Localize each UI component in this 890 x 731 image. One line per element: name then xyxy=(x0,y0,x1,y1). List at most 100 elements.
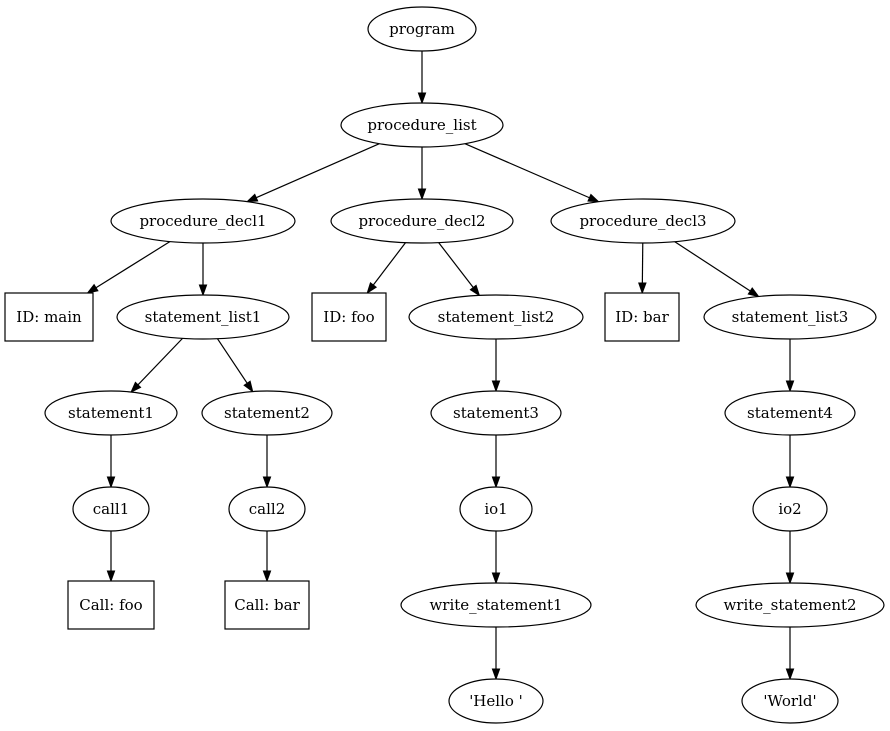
node-statement-list3: statement_list3 xyxy=(703,294,877,340)
node-box xyxy=(604,292,680,342)
node-label: io2 xyxy=(778,500,801,518)
node-ellipse xyxy=(228,486,306,532)
edge-line xyxy=(464,143,590,199)
edge-procedure-decl2-to-id-foo xyxy=(366,242,407,295)
edge-statement-list3-to-statement4 xyxy=(785,339,795,393)
node-io2: io2 xyxy=(752,486,828,532)
edge-procedure-decl1-to-statement-list1 xyxy=(198,243,208,297)
arrowhead-icon xyxy=(587,193,600,203)
node-label: 'World' xyxy=(763,692,816,710)
node-label: call1 xyxy=(93,500,129,518)
edge-statement4-to-io2 xyxy=(785,435,795,489)
edge-statement-list2-to-statement3 xyxy=(491,339,501,393)
arrowhead-icon xyxy=(86,283,99,294)
node-ellipse xyxy=(330,198,514,244)
node-program: program xyxy=(367,6,477,52)
nodes-layer: program procedure_list procedure_decl1 proc… xyxy=(4,6,885,724)
edge-procedure-list-to-procedure-decl3 xyxy=(464,143,600,203)
edge-statement1-to-call1 xyxy=(106,435,116,489)
edge-statement-list1-to-statement2 xyxy=(216,338,254,393)
node-procedure-decl3: procedure_decl3 xyxy=(550,198,736,244)
node-ellipse xyxy=(752,486,828,532)
node-procedure-list: procedure_list xyxy=(340,102,504,148)
node-label: program xyxy=(389,20,455,38)
node-label: statement3 xyxy=(453,404,539,422)
arrowhead-icon xyxy=(747,287,760,298)
edge-io2-to-write-statement2 xyxy=(785,531,795,585)
edge-line xyxy=(137,337,183,386)
edge-line xyxy=(95,241,171,289)
node-box xyxy=(4,292,94,342)
arrowhead-icon xyxy=(106,476,116,489)
node-label: Call: foo xyxy=(79,596,142,614)
node-ellipse xyxy=(201,390,333,436)
node-label: statement_list2 xyxy=(438,308,555,326)
node-ellipse xyxy=(367,6,477,52)
node-ellipse xyxy=(459,486,533,532)
edge-procedure-list-to-procedure-decl2 xyxy=(417,147,427,201)
node-label: statement2 xyxy=(224,404,310,422)
node-label: write_statement2 xyxy=(723,596,856,614)
node-ellipse xyxy=(116,294,290,340)
node-label: procedure_list xyxy=(367,116,476,134)
arrowhead-icon xyxy=(638,282,647,295)
node-world: 'World' xyxy=(741,678,839,724)
edge-statement-list1-to-statement1 xyxy=(130,337,183,394)
node-write-statement1: write_statement1 xyxy=(400,582,592,628)
edge-line xyxy=(216,338,248,384)
node-ellipse xyxy=(400,582,592,628)
node-box xyxy=(224,580,310,630)
node-call-foo: Call: foo xyxy=(67,580,155,630)
node-call2: call2 xyxy=(228,486,306,532)
edge-line xyxy=(255,143,380,199)
node-statement-list2: statement_list2 xyxy=(408,294,584,340)
edge-line xyxy=(372,242,407,286)
arrowhead-icon xyxy=(366,282,378,295)
node-label: ID: foo xyxy=(323,308,374,326)
node-id-bar: ID: bar xyxy=(604,292,680,342)
node-ellipse xyxy=(695,582,885,628)
arrowhead-icon xyxy=(785,380,795,393)
edge-line xyxy=(674,241,751,292)
node-io1: io1 xyxy=(459,486,533,532)
arrowhead-icon xyxy=(785,668,795,681)
node-ellipse xyxy=(430,390,562,436)
node-ellipse xyxy=(550,198,736,244)
arrowhead-icon xyxy=(785,476,795,489)
node-procedure-decl1: procedure_decl1 xyxy=(110,198,296,244)
arrowhead-icon xyxy=(491,668,501,681)
node-statement1: statement1 xyxy=(44,390,178,436)
node-id-main: ID: main xyxy=(4,292,94,342)
node-label: Call: bar xyxy=(234,596,300,614)
arrowhead-icon xyxy=(198,284,208,297)
edge-statement3-to-io1 xyxy=(491,435,501,489)
node-box xyxy=(311,292,387,342)
node-label: statement_list3 xyxy=(732,308,849,326)
node-label: statement1 xyxy=(68,404,154,422)
node-ellipse xyxy=(703,294,877,340)
node-ellipse xyxy=(44,390,178,436)
node-label: ID: main xyxy=(16,308,82,326)
node-ellipse xyxy=(408,294,584,340)
node-label: ID: bar xyxy=(615,308,669,326)
arrowhead-icon xyxy=(106,570,116,583)
edge-line xyxy=(438,242,474,288)
node-ellipse xyxy=(72,486,150,532)
node-label: procedure_decl1 xyxy=(139,212,266,230)
edge-procedure-decl3-to-statement-list3 xyxy=(674,241,760,298)
node-ellipse xyxy=(340,102,504,148)
arrowhead-icon xyxy=(785,572,795,585)
edge-write-statement1-to-hello xyxy=(491,627,501,681)
node-label: procedure_decl2 xyxy=(358,212,485,230)
edge-call1-to-call-foo xyxy=(106,531,116,583)
edge-procedure-list-to-procedure-decl1 xyxy=(245,143,380,203)
node-write-statement2: write_statement2 xyxy=(695,582,885,628)
arrowhead-icon xyxy=(245,193,259,203)
node-statement-list1: statement_list1 xyxy=(116,294,290,340)
node-ellipse xyxy=(448,678,544,724)
node-ellipse xyxy=(110,198,296,244)
arrowhead-icon xyxy=(417,92,427,105)
node-label: procedure_decl3 xyxy=(579,212,706,230)
node-call1: call1 xyxy=(72,486,150,532)
